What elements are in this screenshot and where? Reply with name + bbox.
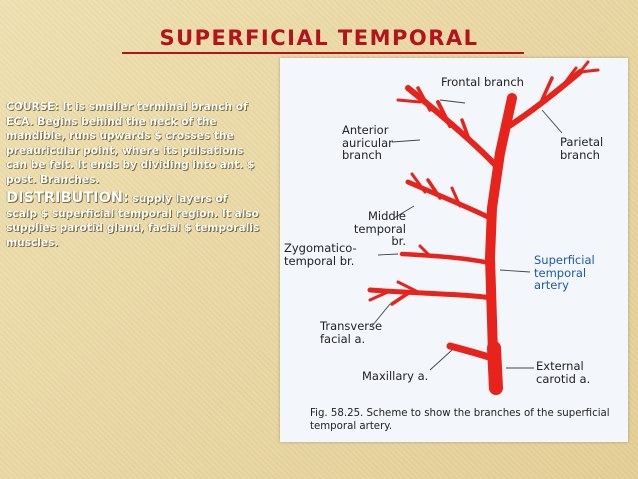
transverse-twig-2 — [368, 289, 392, 302]
frontal-twig-4 — [396, 98, 422, 104]
distribution-heading: DISTRIBUTION: — [6, 190, 129, 206]
middle-temporal-vessel — [405, 179, 493, 221]
label-middle-temporal: Middle temporal br. — [353, 209, 406, 248]
label-zygomatico-temporal: Zygomatico- temporal br. — [284, 241, 357, 268]
distribution-text: supply layers of scalp $ superficial tem… — [6, 193, 260, 249]
artery-diagram — [367, 60, 600, 395]
transverse-twig-3 — [396, 280, 422, 295]
label-transverse-facial: Transverse facial a. — [320, 319, 383, 346]
label-parietal-branch: Parietal branch — [560, 135, 604, 162]
frontal-twig-2 — [416, 86, 432, 112]
text-column: COURSE: It is smaller terminal branch of… — [6, 100, 261, 250]
slide-title: SUPERFICIAL TEMPORAL — [159, 26, 479, 50]
parietal-twig-1 — [540, 76, 554, 102]
parietal-branch-vessel — [503, 69, 583, 131]
maxillary-vessel — [446, 342, 496, 362]
transverse-twig-1 — [390, 290, 412, 306]
frontal-twig-1 — [436, 100, 452, 128]
figure-caption: Fig. 58.25. Scheme to show the branches … — [310, 408, 610, 432]
middle-twig-1 — [426, 178, 442, 200]
label-frontal-branch: Frontal branch — [441, 75, 524, 89]
parietal-twig-2 — [562, 66, 578, 86]
artery-figure: Frontal branch Anterior auricular branch… — [280, 58, 628, 442]
trunk-vessel — [484, 93, 517, 393]
external-carotid-vessel — [487, 341, 503, 395]
frontal-branch-vessel — [405, 85, 501, 171]
label-superficial-temporal: Superficial temporal artery — [534, 253, 595, 292]
course-paragraph: COURSE: It is smaller terminal branch of… — [6, 101, 255, 186]
frontal-twig-3 — [460, 118, 472, 144]
middle-twig-2 — [410, 172, 427, 194]
label-external-carotid: External carotid a. — [536, 359, 591, 386]
middle-twig-3 — [450, 186, 462, 208]
title-underline — [122, 52, 524, 54]
zygomatic-twig-1 — [418, 244, 432, 258]
parietal-twig-4 — [578, 60, 590, 74]
parietal-twig-3 — [578, 68, 600, 74]
zygomatico-temporal-vessel — [399, 251, 493, 266]
label-leader-lines — [371, 99, 563, 371]
label-anterior-auricular: Anterior auricular branch — [342, 123, 393, 162]
distribution-paragraph: DISTRIBUTION: supply layers of scalp $ s… — [6, 191, 261, 250]
label-maxillary: Maxillary a. — [362, 369, 429, 383]
